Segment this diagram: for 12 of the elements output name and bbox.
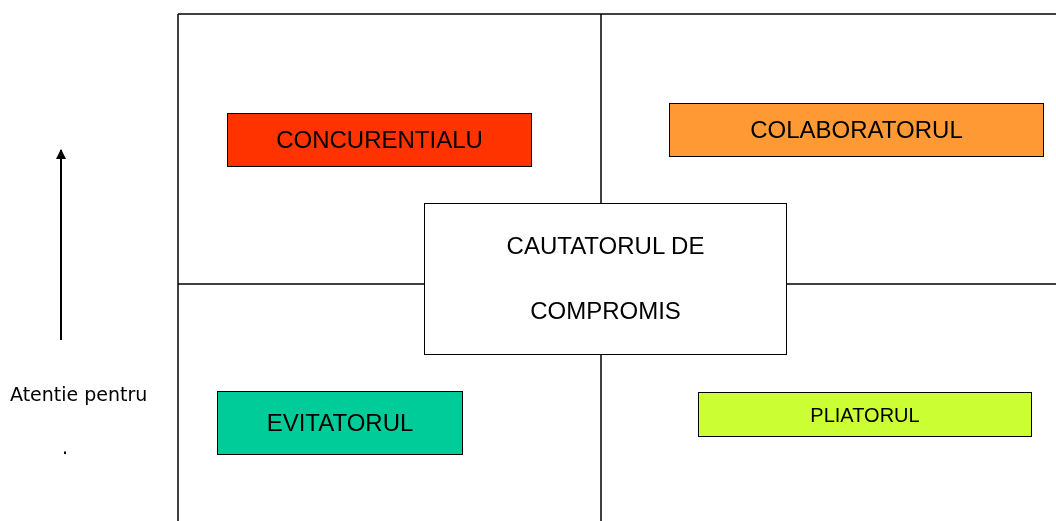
category-box (217, 391, 463, 455)
category-label: EVITATORUL (266, 408, 414, 438)
axis-note: . (62, 436, 69, 458)
category-label: CONCURENTIALU (276, 125, 483, 155)
axis-note: Atentie pentru (10, 383, 148, 405)
category-label: CAUTATORUL DE COMPROMIS (505, 231, 706, 326)
category-label: COLABORATORUL (750, 115, 963, 145)
category-box (227, 113, 532, 167)
category-box (424, 203, 787, 355)
category-label: PLIATORUL (810, 402, 920, 427)
category-box (698, 392, 1032, 437)
category-box (669, 103, 1044, 157)
